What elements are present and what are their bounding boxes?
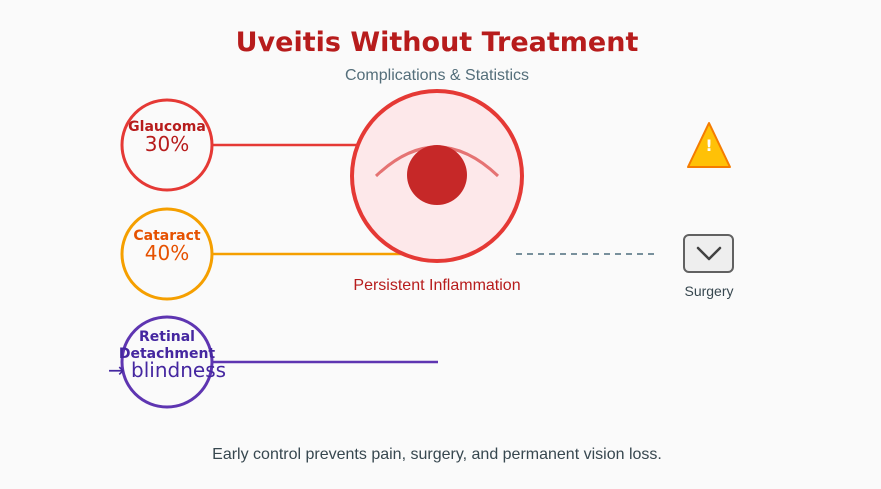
retinal-detachment-node: Retinal Detachment → blindness	[108, 315, 226, 409]
warning-triangle-shape	[687, 122, 731, 168]
warning-exclamation: !	[705, 136, 712, 155]
retinal-ring	[120, 315, 214, 409]
surgery-label: Surgery	[684, 283, 733, 299]
diagram-title: Uveitis Without Treatment	[236, 27, 639, 58]
diagram-subtitle: Complications & Statistics	[345, 67, 529, 84]
cataract-stat: 40%	[145, 241, 189, 265]
surgery-icon-box	[683, 234, 734, 273]
glaucoma-name: Glaucoma	[128, 119, 206, 135]
footer-note: Early control prevents pain, surgery, an…	[212, 446, 662, 463]
eye-pupil	[407, 145, 467, 205]
warning-triangle-icon: !	[687, 122, 731, 168]
center-label: Persistent Inflammation	[353, 277, 520, 294]
cataract-ring	[120, 207, 214, 301]
inflamed-eye-icon	[350, 89, 524, 263]
retinal-name-line-2: Detachment	[119, 346, 216, 362]
retinal-stat: → blindness	[108, 358, 226, 382]
glaucoma-node: Glaucoma 30%	[120, 98, 214, 192]
chevron-down-icon	[696, 246, 722, 261]
glaucoma-stat: 30%	[145, 132, 189, 156]
cataract-name: Cataract	[133, 228, 201, 244]
retinal-name-line-1: Retinal	[139, 329, 195, 345]
surgery-box	[683, 234, 734, 273]
cataract-node: Cataract 40%	[120, 207, 214, 301]
glaucoma-ring	[120, 98, 214, 192]
